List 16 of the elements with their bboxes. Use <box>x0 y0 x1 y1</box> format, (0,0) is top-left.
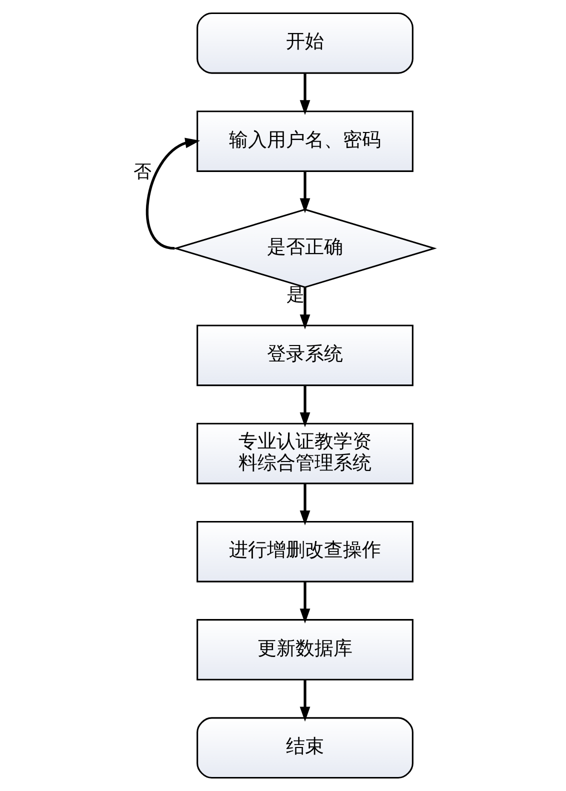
node-box: 专业认证教学资料综合管理系统 <box>196 422 413 484</box>
arrow <box>145 138 200 250</box>
arrow <box>299 287 310 330</box>
node-box: 结束 <box>196 717 413 779</box>
node-box: 登录系统 <box>196 324 413 386</box>
node-box: 输入用户名、密码 <box>196 110 413 172</box>
arrow <box>299 680 310 722</box>
arrow <box>299 582 310 624</box>
arrow <box>299 483 310 526</box>
node-box: 进行增删改查操作 <box>196 520 413 582</box>
arrow <box>299 73 310 116</box>
edge-label: 否 <box>132 162 151 183</box>
node-box: 更新数据库 <box>196 619 413 680</box>
arrow <box>299 385 310 428</box>
node-box: 开始 <box>196 12 413 74</box>
arrow <box>299 172 310 214</box>
